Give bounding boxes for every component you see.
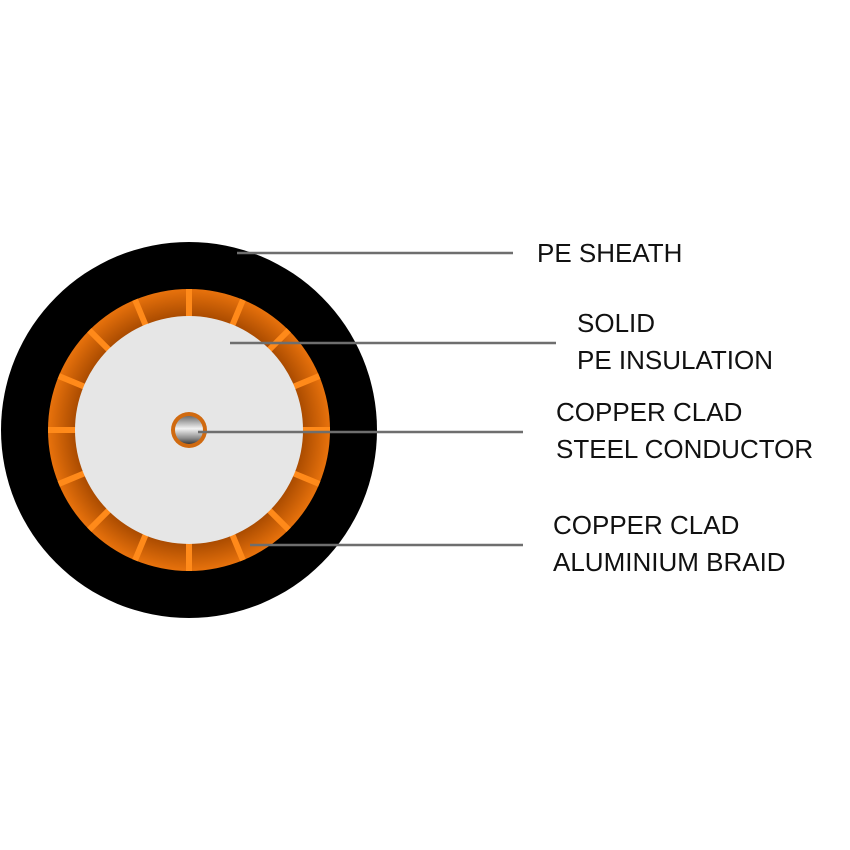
label-line: PE INSULATION xyxy=(577,345,774,375)
label-line: STEEL CONDUCTOR xyxy=(556,434,814,464)
braid-strand xyxy=(229,298,246,328)
label-copper-clad-steel-conductor: COPPER CLAD STEEL CONDUCTOR xyxy=(556,394,813,468)
label-line: ALUMINIUM BRAID xyxy=(553,547,786,577)
braid-strands xyxy=(48,289,330,571)
label-line: SOLID xyxy=(577,308,656,338)
label-solid-pe-insulation: SOLID PE INSULATION xyxy=(577,305,773,379)
braid-strand xyxy=(57,470,87,487)
braid-strand xyxy=(266,507,291,532)
braid-strand xyxy=(291,373,321,390)
braid-strand xyxy=(229,532,246,562)
label-line: COPPER CLAD xyxy=(553,510,740,540)
label-line: PE SHEATH xyxy=(537,238,683,268)
braid-strand xyxy=(57,373,87,390)
braid-strand xyxy=(291,470,321,487)
label-copper-clad-aluminium-braid: COPPER CLAD ALUMINIUM BRAID xyxy=(553,507,786,581)
braid-strand xyxy=(132,298,149,328)
steel-conductor-core xyxy=(175,416,203,444)
braid-strand xyxy=(132,532,149,562)
label-pe-sheath: PE SHEATH xyxy=(537,235,682,272)
braid-strand xyxy=(87,507,112,532)
braid-strand xyxy=(87,328,112,353)
label-line: COPPER CLAD xyxy=(556,397,743,427)
braid-strand xyxy=(266,328,291,353)
